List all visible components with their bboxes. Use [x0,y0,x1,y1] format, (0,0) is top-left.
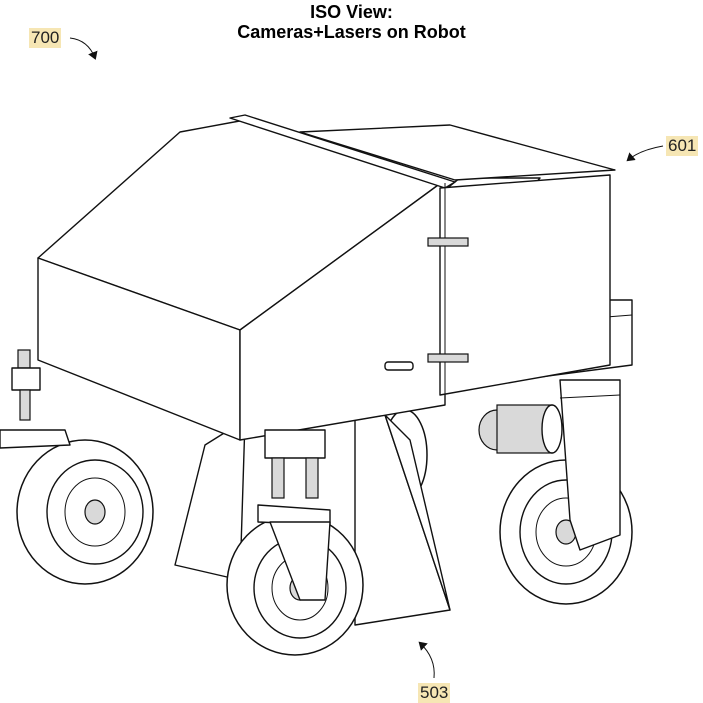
reference-numeral-503: 503 [418,683,451,703]
front-left-suspension [0,349,71,449]
drive-motor [478,404,563,454]
front-left-wheel [16,439,154,585]
robot-body [37,114,616,441]
leader-arrow-601 [626,145,664,162]
figure-title: ISO View: Cameras+Lasers on Robot [0,2,703,42]
reference-numeral-601: 601 [666,136,699,156]
front-right-suspension [257,429,331,601]
rear-suspension-arm [559,379,621,551]
door-latches [384,237,469,371]
leader-arrow-700 [69,37,98,60]
reference-numeral-700: 700 [29,28,62,48]
figure-title-line-2: Cameras+Lasers on Robot [237,22,466,42]
leader-arrow-503 [418,641,435,679]
figure-title-line-1: ISO View: [310,2,393,22]
